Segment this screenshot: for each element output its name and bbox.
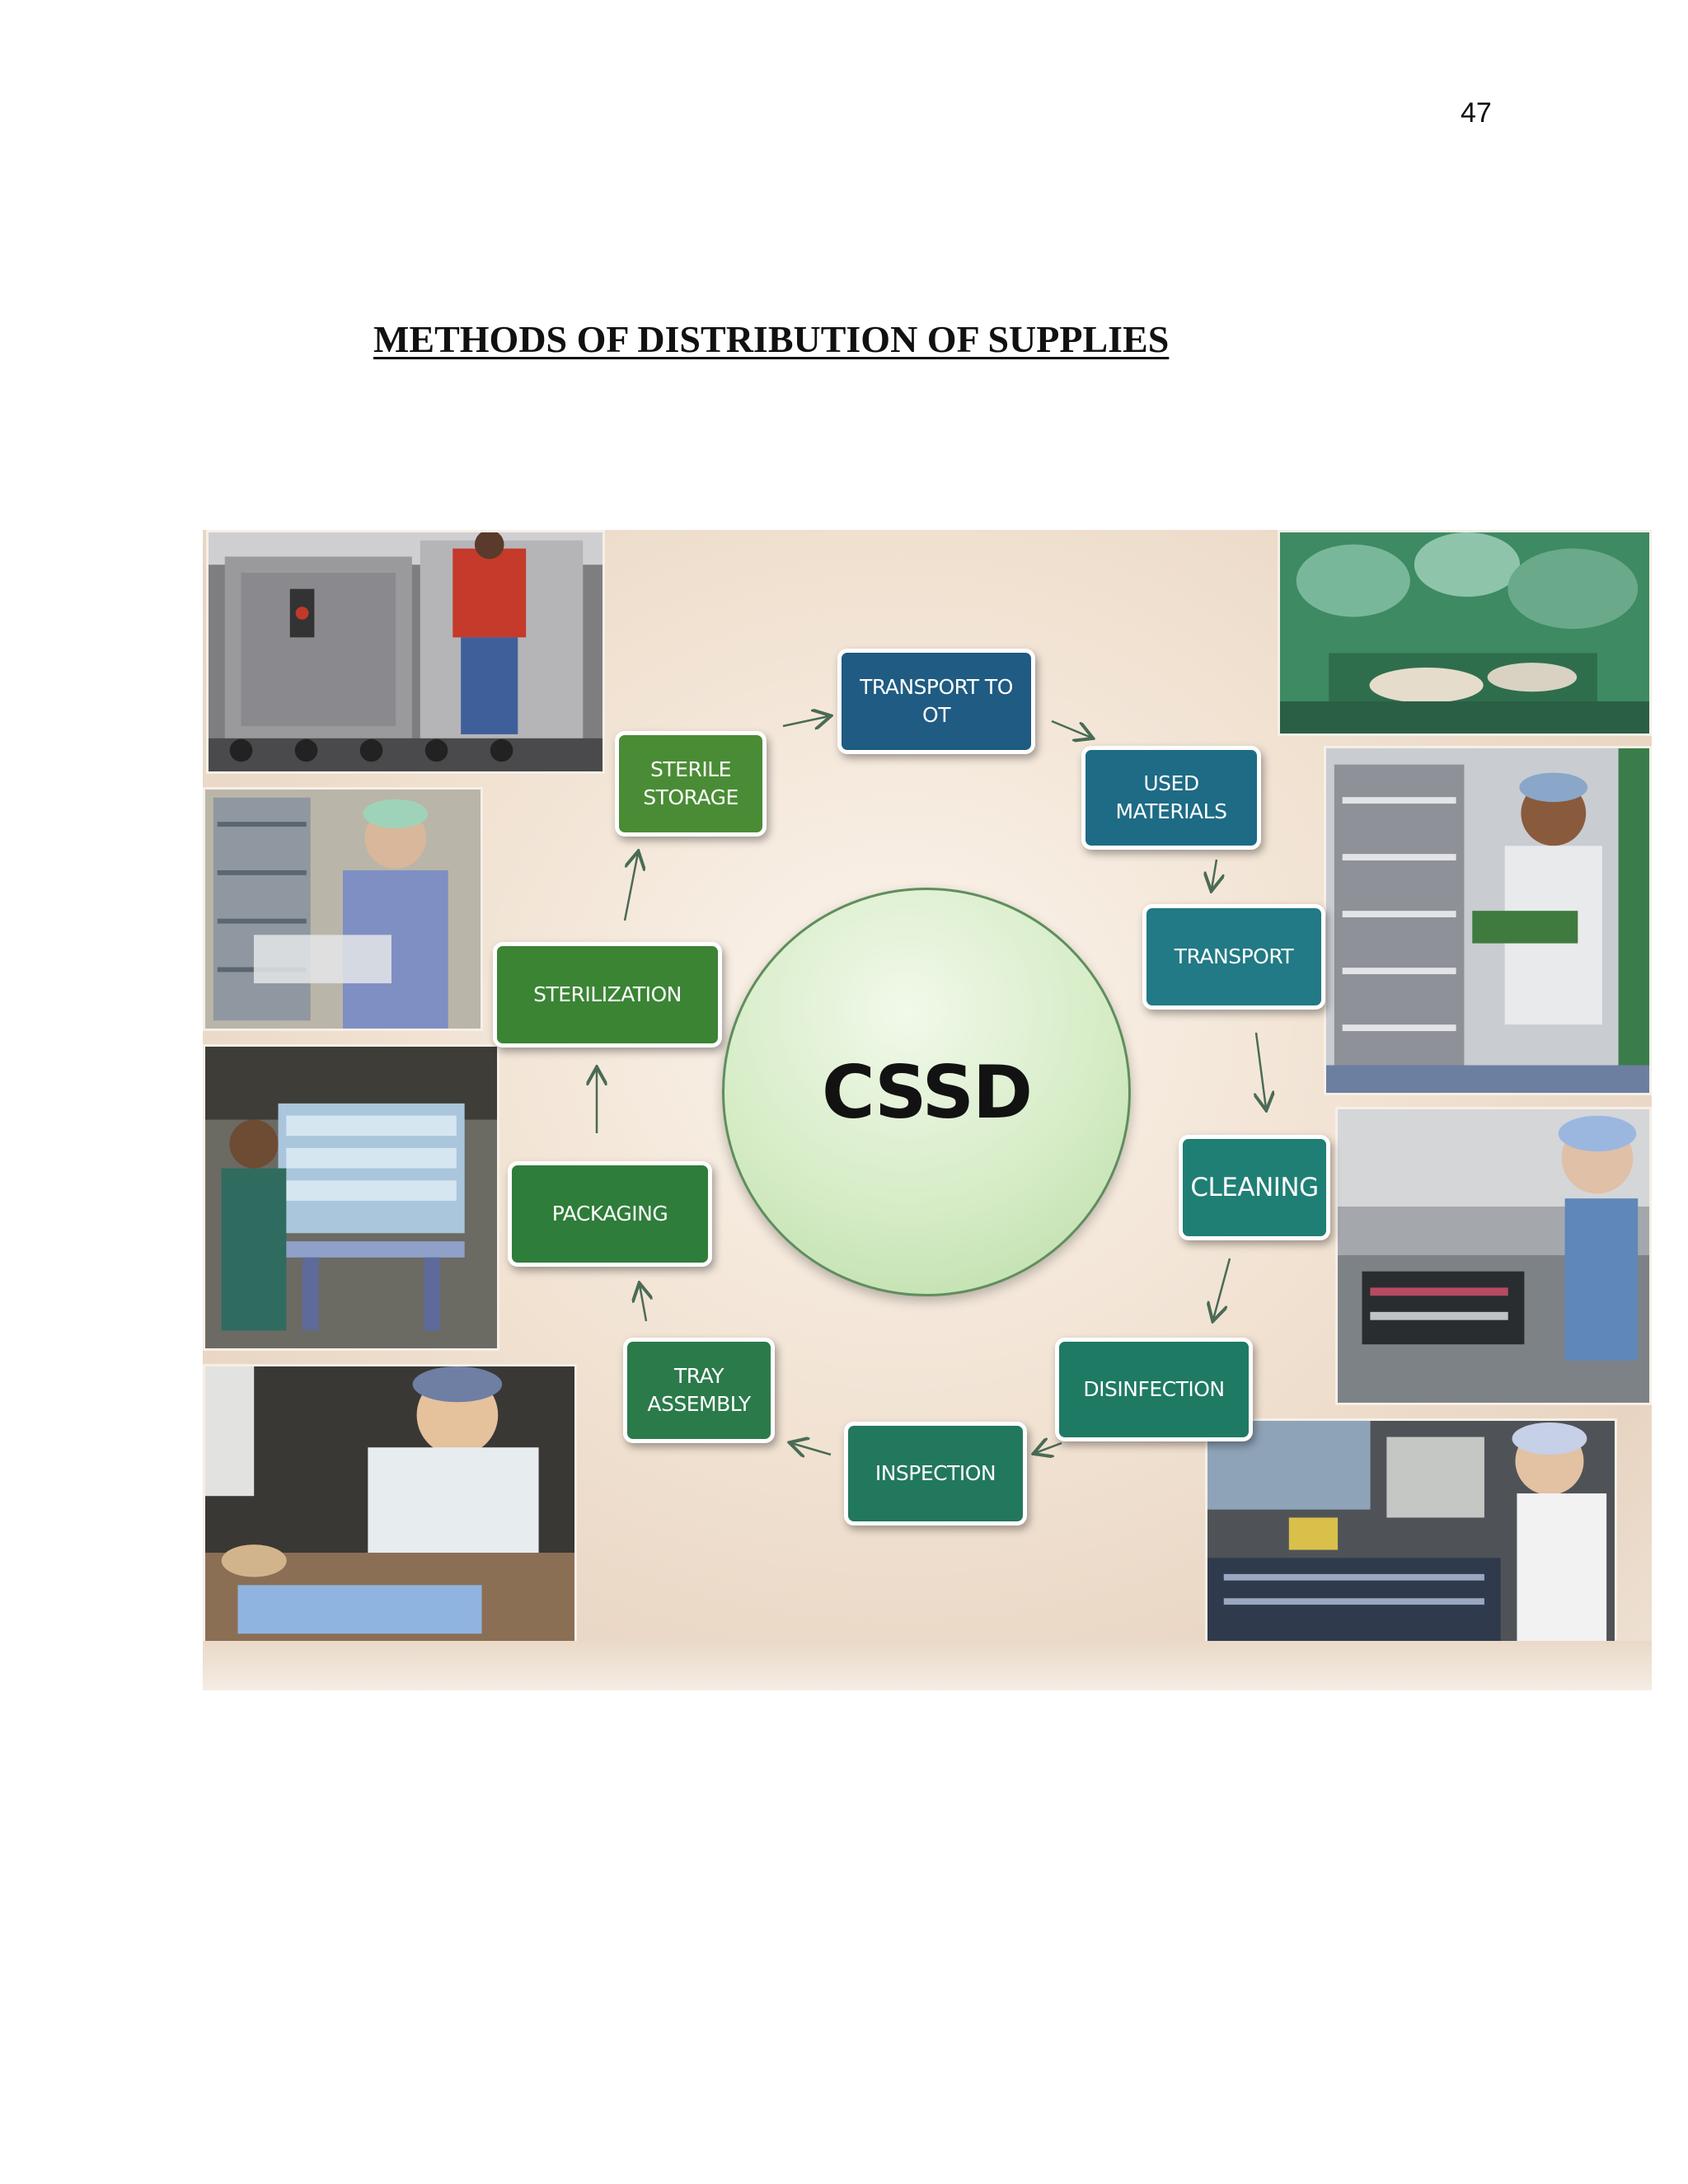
cleaning-sink-photo <box>1335 1107 1652 1405</box>
arrow-storage-to-transport-ot <box>782 716 829 726</box>
step-inspection: INSPECTION <box>844 1422 1027 1526</box>
step-packaging: PACKAGING <box>508 1161 712 1267</box>
transport-trolley-photo <box>1324 746 1652 1095</box>
arrow-transport-ot-to-used <box>1051 719 1091 738</box>
step-transport: TRANSPORT <box>1142 904 1325 1010</box>
cssd-cycle-figure: TRANSPORT TO OT USED MATERIALS TRANSPORT… <box>203 530 1652 1690</box>
tray-assembly-photo <box>203 1364 577 1647</box>
arrow-tray-to-packaging <box>640 1285 646 1322</box>
arrow-cleaning-to-disinfection <box>1213 1258 1231 1319</box>
arrow-transport-to-cleaning <box>1256 1032 1266 1108</box>
arrow-disinfection-to-inspection <box>1035 1443 1062 1453</box>
step-used-materials: USED MATERIALS <box>1081 746 1261 850</box>
storage-shelves-photo <box>203 787 483 1031</box>
step-cleaning: CLEANING <box>1179 1135 1330 1240</box>
document-title: METHODS OF DISTRIBUTION OF SUPPLIES <box>373 318 1170 360</box>
cssd-hub: CSSD <box>722 888 1131 1296</box>
supply-cart-photo <box>206 530 605 774</box>
arrow-used-to-transport <box>1212 859 1217 889</box>
arrow-sterilization-to-storage <box>623 853 638 921</box>
step-tray-assembly: TRAY ASSEMBLY <box>623 1338 775 1443</box>
step-sterilization: STERILIZATION <box>493 942 722 1047</box>
arrow-inspection-to-tray <box>791 1443 832 1455</box>
operating-room-photo <box>1278 530 1652 736</box>
page-number: 47 <box>1461 97 1492 129</box>
inspection-bench-photo <box>1205 1418 1617 1647</box>
step-transport-to-ot: TRANSPORT TO OT <box>837 649 1035 754</box>
cycle-arrows <box>203 530 1652 1690</box>
step-sterile-storage: STERILE STORAGE <box>615 731 767 837</box>
step-disinfection: DISINFECTION <box>1055 1338 1253 1441</box>
cssd-hub-label: CSSD <box>821 1049 1033 1135</box>
sterilizer-loading-photo <box>203 1044 499 1351</box>
